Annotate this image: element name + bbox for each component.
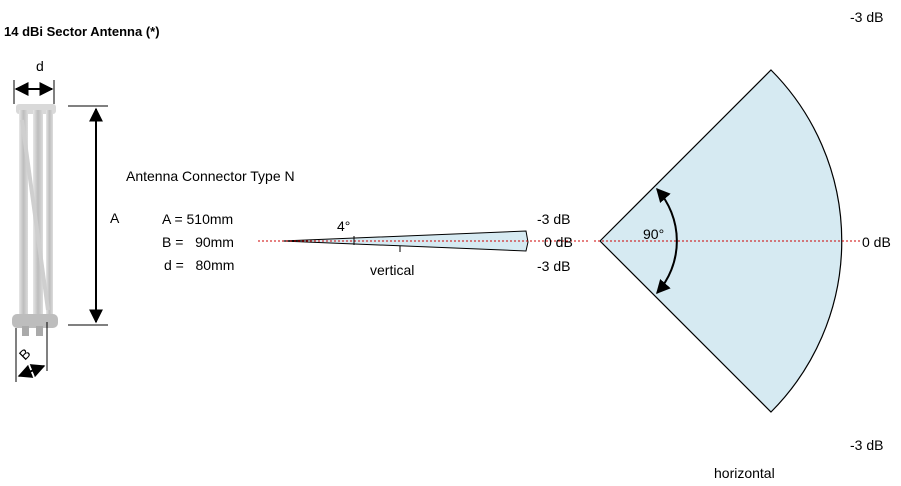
horizontal-pattern xyxy=(594,69,860,413)
diagram-title: 14 dBi Sector Antenna (*) xyxy=(4,24,160,39)
connector-type-text: Antenna Connector Type N xyxy=(126,168,295,184)
spec-a-value: A = 510mm xyxy=(162,211,234,227)
dimension-d xyxy=(13,80,55,104)
vertical-beam-shape xyxy=(281,230,529,252)
horizontal-angle-arc xyxy=(656,187,678,295)
antenna-illustration xyxy=(12,104,58,336)
dimension-a-label: A xyxy=(110,210,120,226)
dimension-b xyxy=(15,322,48,382)
antenna-connector-stub-right xyxy=(36,326,43,336)
vertical-bottom-db-label: -3 dB xyxy=(537,258,571,274)
vertical-top-db-label: -3 dB xyxy=(537,211,571,227)
vertical-pattern xyxy=(258,230,590,252)
spec-b-value: B = 90mm xyxy=(162,234,234,250)
vertical-label: vertical xyxy=(370,262,415,278)
horizontal-angle-label: 90° xyxy=(643,226,665,242)
dimension-d-label: d xyxy=(36,58,44,74)
horizontal-top-db-label: -3 dB xyxy=(850,9,884,25)
antenna-connector-stub-left xyxy=(22,326,29,336)
spec-d-value: d = 80mm xyxy=(164,257,235,273)
antenna-diagonal-rod xyxy=(20,119,50,311)
horizontal-bottom-db-label: -3 dB xyxy=(850,437,884,453)
horizontal-label: horizontal xyxy=(714,465,775,481)
antenna-bottom-mount xyxy=(12,314,58,328)
vertical-mid-db-label: 0 dB xyxy=(544,234,573,250)
horizontal-mid-db-label: 0 dB xyxy=(862,234,891,250)
vertical-angle-label: 4° xyxy=(337,218,351,234)
antenna-rod-right xyxy=(46,110,53,320)
dimension-a xyxy=(68,105,108,326)
antenna-rod-middle xyxy=(33,110,43,320)
antenna-rod-left xyxy=(19,110,28,320)
horizontal-sector-shape xyxy=(599,69,843,413)
